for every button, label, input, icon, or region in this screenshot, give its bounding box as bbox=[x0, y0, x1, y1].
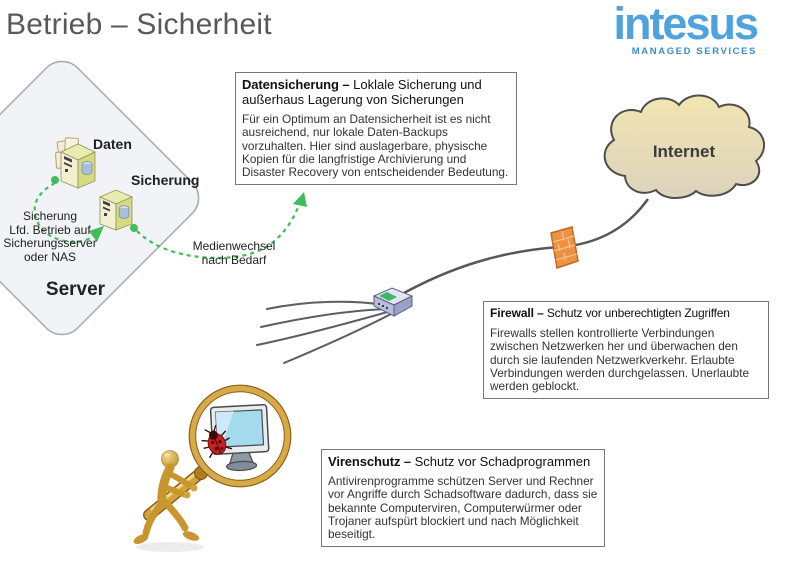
internet-cable bbox=[403, 198, 650, 295]
backup-annotation: Sicherung Lfd. Betrieb auf Sicherungsser… bbox=[0, 209, 100, 264]
annotation-line: nach Bedarf bbox=[201, 252, 267, 267]
annotation-line: oder NAS bbox=[23, 249, 77, 264]
lan-cables bbox=[256, 300, 394, 364]
logo-tagline: MANAGED SERVICES bbox=[631, 46, 757, 57]
infobox-datensicherung: Datensicherung – Loklale Sicherung und a… bbox=[235, 72, 517, 186]
server-zone-diamond bbox=[0, 60, 200, 336]
logo: intesus MANAGED SERVICES bbox=[613, 0, 759, 57]
sicherung-label: Sicherung bbox=[131, 172, 200, 188]
daten-label: Daten bbox=[93, 136, 132, 152]
infobox-virenschutz: Virenschutz – Schutz vor Schadprogrammen… bbox=[321, 449, 605, 548]
infobox-title-rest: Schutz vor unberechtigten Zugriffen bbox=[543, 306, 730, 320]
internet-cloud-icon bbox=[603, 94, 765, 199]
page-title: Betrieb – Sicherheit bbox=[6, 8, 272, 41]
server-daten-icon bbox=[55, 137, 96, 189]
internet-label: Internet bbox=[652, 142, 716, 161]
infobox-body: Firewalls stellen kontrollierte Verbindu… bbox=[490, 326, 750, 394]
logo-wordmark: intesus bbox=[613, 0, 759, 49]
infobox-title: Virenschutz – Schutz vor Schadprogrammen bbox=[328, 454, 598, 469]
infobox-title-rest: Loklale Sicherung und außerhaus Lagerung… bbox=[242, 77, 482, 107]
media-change-arrow bbox=[130, 192, 307, 259]
backup-arrow bbox=[33, 176, 104, 244]
media-change-annotation: Medienwechsel nach Bedarf bbox=[186, 239, 282, 267]
annotation-line: Lfd. Betrieb auf bbox=[9, 222, 91, 237]
infobox-body: Für ein Optimum an Datensicherheit ist e… bbox=[242, 112, 509, 180]
server-zone-label: Server bbox=[45, 279, 106, 300]
infobox-firewall: Firewall – Schutz vor unberechtigten Zug… bbox=[483, 301, 769, 400]
annotation-line: Sicherungsserver bbox=[3, 236, 97, 250]
annotation-line: Medienwechsel bbox=[192, 239, 276, 253]
annotation-line: Sicherung bbox=[22, 209, 78, 223]
infobox-title: Firewall – Schutz vor unberechtigten Zug… bbox=[490, 306, 762, 321]
infobox-title-keyword: Virenschutz – bbox=[328, 454, 411, 469]
virus-bug-icon bbox=[201, 424, 233, 459]
infobox-title-keyword: Firewall – bbox=[490, 306, 544, 320]
server-sicherung-icon bbox=[99, 189, 133, 231]
infobox-title-keyword: Datensicherung – bbox=[242, 77, 350, 92]
firewall-brick-icon bbox=[550, 226, 579, 269]
monitor-icon bbox=[201, 403, 270, 472]
infobox-body: Antivirenprogramme schützen Server und R… bbox=[328, 474, 598, 542]
network-switch-icon bbox=[372, 287, 414, 317]
virus-scanner-figure-icon bbox=[133, 384, 292, 552]
infobox-title-rest: Schutz vor Schadprogrammen bbox=[411, 454, 591, 469]
infobox-title: Datensicherung – Loklale Sicherung und a… bbox=[242, 77, 510, 107]
